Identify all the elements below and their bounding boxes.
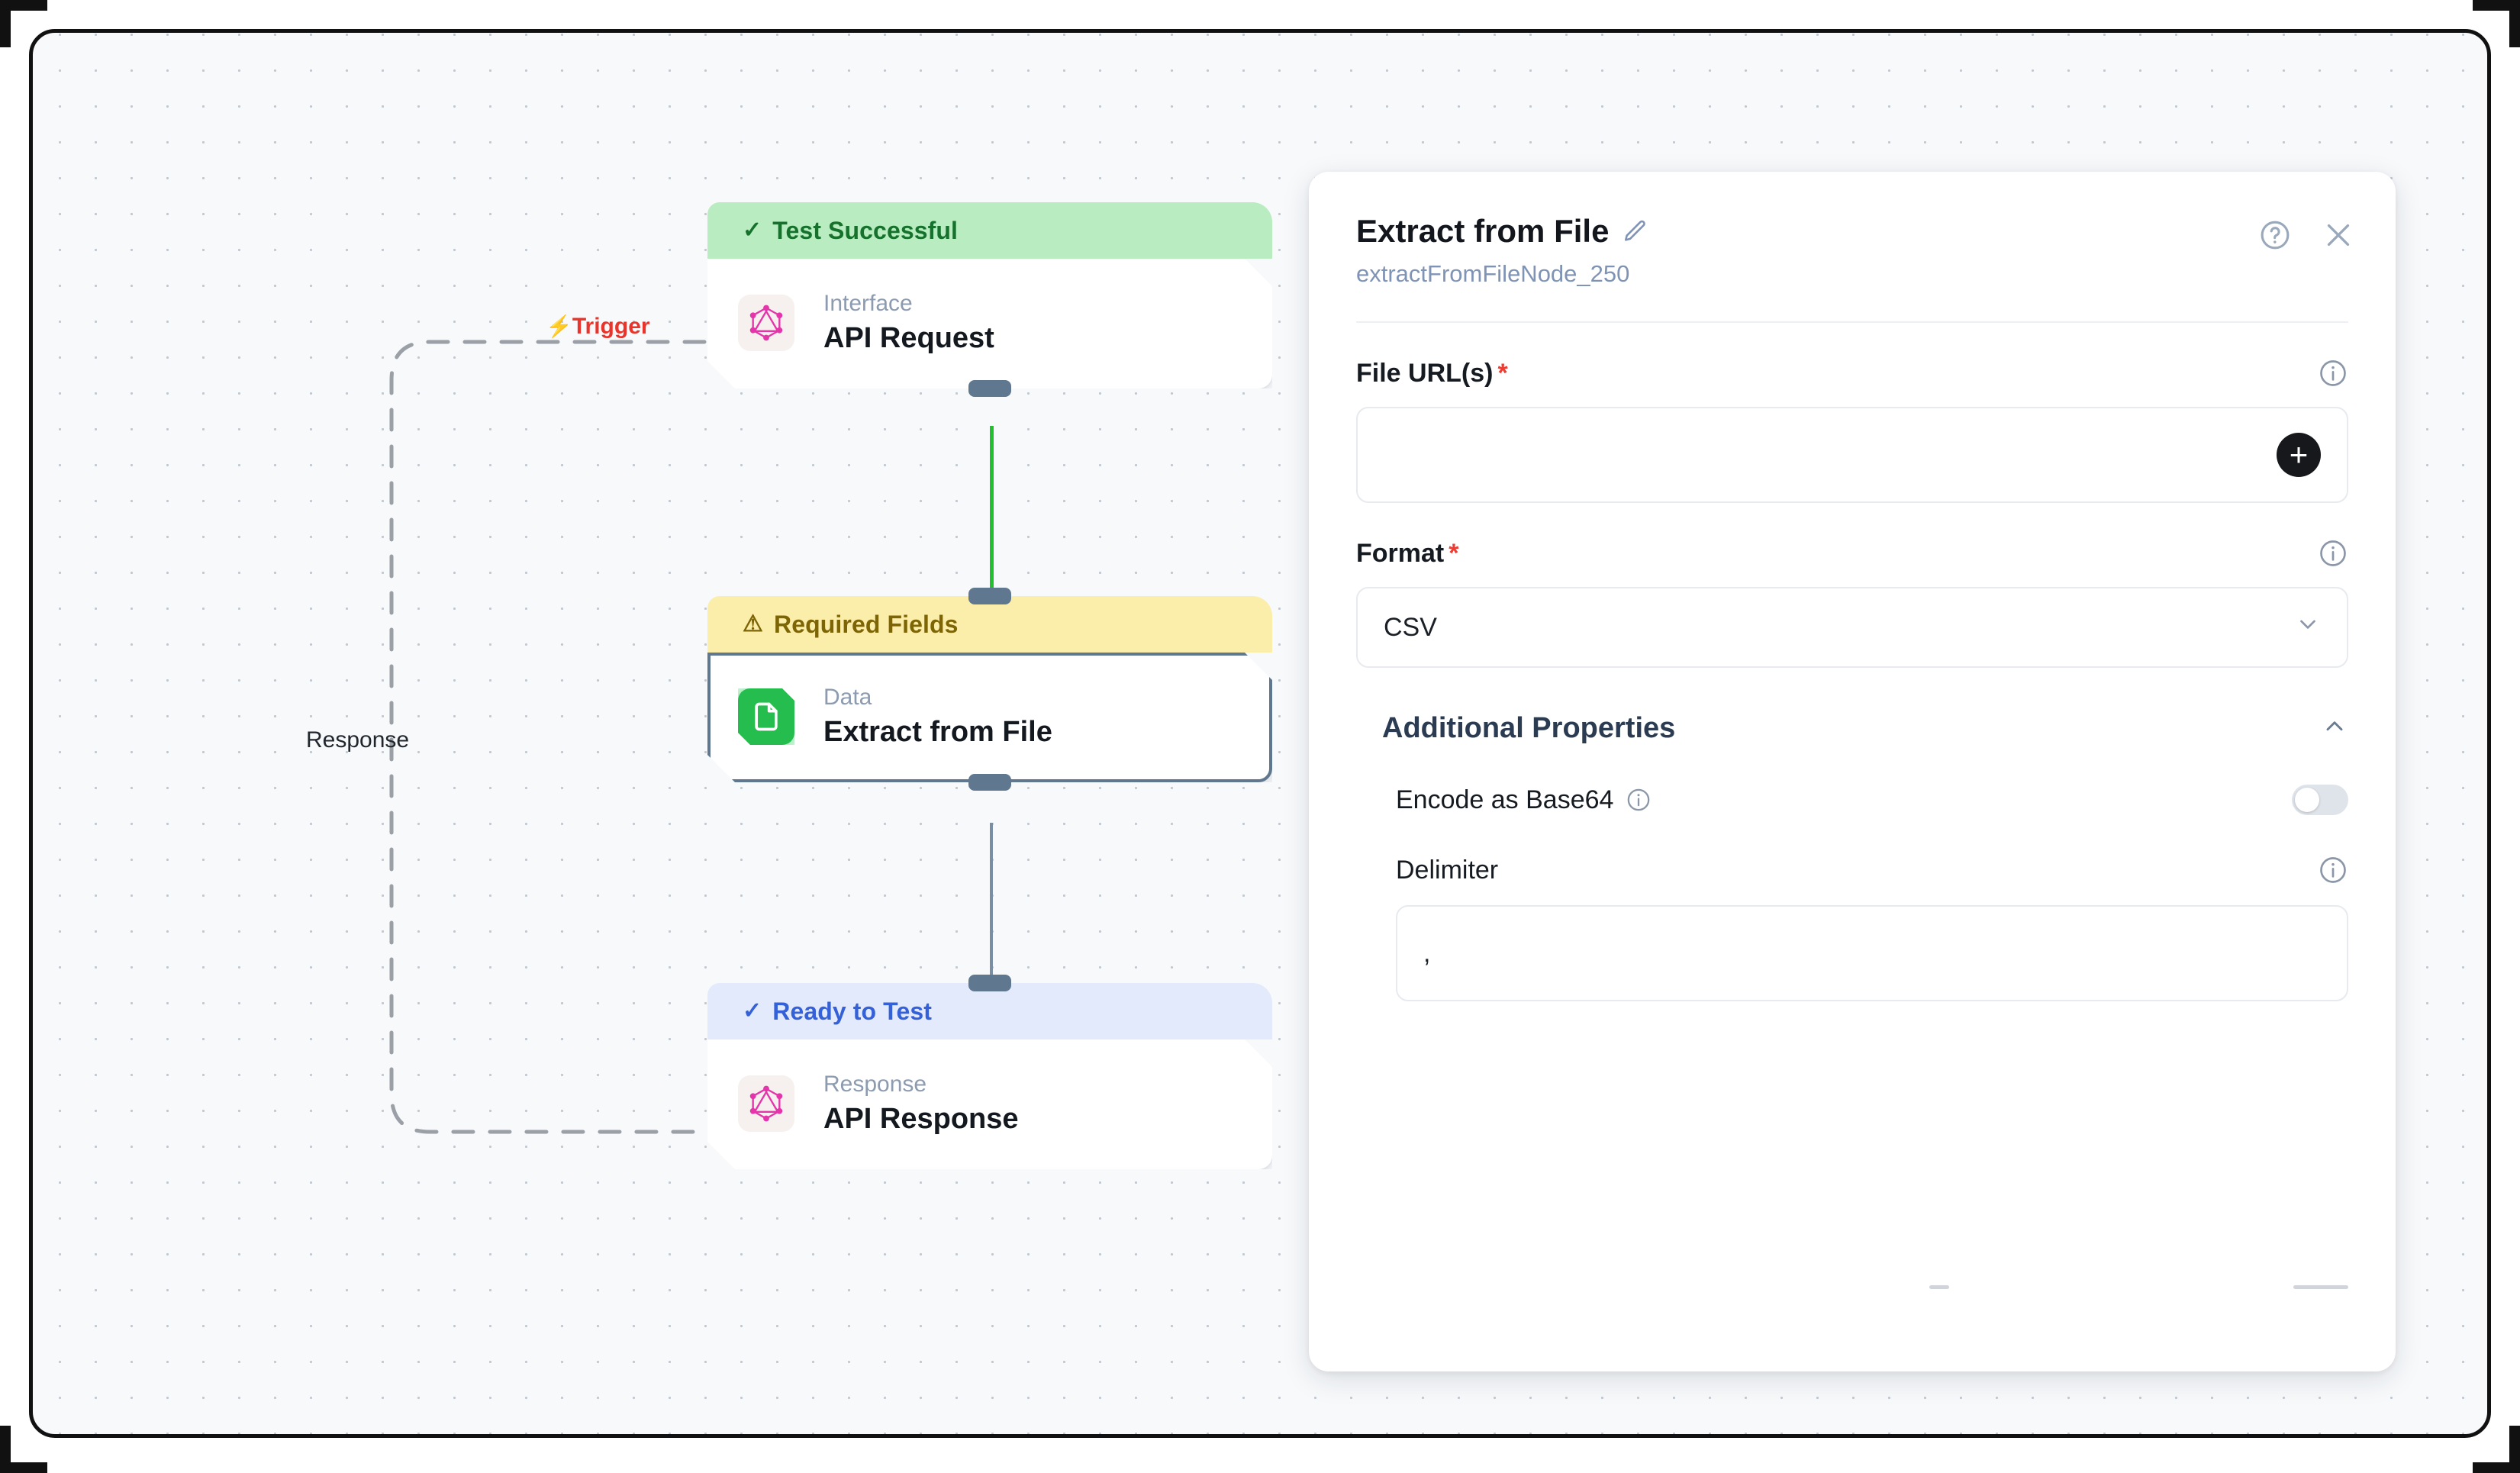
graphql-icon: [738, 1075, 794, 1132]
field-label-file-urls: File URL(s)*: [1356, 358, 1508, 388]
info-icon[interactable]: [2318, 538, 2348, 569]
node-card-body[interactable]: Data Extract from File: [707, 653, 1272, 782]
field-file-urls: File URL(s)* +: [1356, 358, 2348, 503]
field-label-format: Format*: [1356, 538, 1459, 568]
section-title-additional-properties: Additional Properties: [1382, 712, 1676, 744]
graphql-icon: [738, 295, 794, 351]
check-icon: ✓: [743, 998, 762, 1023]
bezel-mark: [0, 0, 47, 11]
node-status-badge-warning: ⚠ Required Fields: [707, 596, 1272, 653]
file-document-icon: [738, 688, 794, 745]
bezel-mark: [2473, 1462, 2520, 1473]
node-title-label: API Request: [823, 322, 994, 354]
field-label-row: File URL(s)*: [1356, 358, 2348, 388]
chevron-down-icon[interactable]: [2295, 611, 2321, 644]
bezel-mark: [2509, 0, 2520, 47]
node-text-block: Interface API Request: [823, 291, 994, 355]
pencil-icon[interactable]: [1623, 218, 1648, 244]
toggle-knob: [2295, 788, 2319, 812]
node-properties-panel[interactable]: Extract from File extractFromFileNode_25…: [1309, 172, 2396, 1371]
flow-node-extract-from-file[interactable]: ⚠ Required Fields Data Extract from File: [707, 588, 1272, 791]
bezel-mark: [2509, 1426, 2520, 1473]
node-kind-label: Interface: [823, 291, 913, 316]
panel-header-actions: [2258, 218, 2356, 253]
panel-body: File URL(s)* +: [1309, 358, 2396, 1001]
panel-header: Extract from File extractFromFileNode_25…: [1309, 172, 2396, 288]
help-circle-icon[interactable]: [2258, 218, 2292, 252]
node-kind-label: Data: [823, 685, 872, 710]
node-title-label: API Response: [823, 1103, 1019, 1135]
format-select[interactable]: CSV: [1356, 587, 2348, 668]
node-input-handle[interactable]: [968, 975, 1011, 991]
node-card-body[interactable]: Response API Response: [707, 1039, 1272, 1169]
label-delimiter: Delimiter: [1396, 855, 1499, 885]
connector-request-to-extract: [990, 426, 994, 609]
node-output-handle[interactable]: [968, 380, 1011, 397]
format-selected-value: CSV: [1384, 612, 1437, 642]
panel-subtitle-node-id: extractFromFileNode_250: [1356, 260, 1630, 287]
required-indicator: *: [1497, 358, 1508, 388]
node-status-badge-success: ✓ Test Successful: [707, 202, 1272, 259]
warning-triangle-icon: ⚠: [743, 611, 763, 637]
bezel-mark: [0, 0, 11, 47]
chevron-up-icon[interactable]: [2321, 713, 2348, 744]
field-delimiter: Delimiter ,: [1382, 855, 2348, 1001]
info-icon[interactable]: [1626, 787, 1652, 813]
panel-divider: [1356, 321, 2348, 323]
plus-icon[interactable]: +: [2277, 433, 2321, 477]
node-text-block: Data Extract from File: [823, 685, 1052, 749]
required-indicator: *: [1449, 538, 1459, 568]
node-status-badge-info: ✓ Ready to Test: [707, 983, 1272, 1039]
edge-label-trigger: ⚡Trigger: [546, 314, 650, 339]
lightning-icon: ⚡: [546, 314, 572, 338]
section-additional-properties: Additional Properties Encode as Base64: [1356, 712, 2348, 1001]
workflow-canvas[interactable]: ⚡Trigger Response ✓ Test Successful: [29, 29, 2491, 1438]
encode-base64-text: Encode as Base64: [1396, 785, 1614, 814]
info-icon[interactable]: [2318, 855, 2348, 885]
check-icon: ✓: [743, 218, 762, 243]
bezel-mark: [0, 1426, 11, 1473]
node-card-body[interactable]: Interface API Request: [707, 259, 1272, 388]
label-encode-as-base64: Encode as Base64: [1396, 785, 1652, 815]
field-label-row: Delimiter: [1396, 855, 2348, 885]
node-status-badge-label: Required Fields: [774, 610, 959, 638]
field-label-row: Format*: [1356, 538, 2348, 569]
bezel-mark: [2473, 0, 2520, 11]
flow-node-api-request[interactable]: ✓ Test Successful: [707, 202, 1272, 397]
connector-extract-to-response: [990, 823, 993, 975]
node-status-badge-label: Test Successful: [772, 216, 959, 244]
node-title-label: Extract from File: [823, 716, 1052, 748]
delimiter-input[interactable]: ,: [1396, 905, 2348, 1001]
node-output-handle[interactable]: [968, 774, 1011, 791]
flow-node-api-response[interactable]: ✓ Ready to Test: [707, 975, 1272, 1169]
panel-title-row: Extract from File: [1356, 213, 2348, 250]
panel-title: Extract from File: [1356, 213, 1610, 249]
close-icon[interactable]: [2321, 218, 2356, 253]
row-encode-as-base64: Encode as Base64: [1382, 785, 2348, 815]
node-text-block: Response API Response: [823, 1072, 1019, 1136]
field-format: Format* CSV: [1356, 538, 2348, 668]
panel-scroll-cutoff: [1356, 1285, 2348, 1289]
section-header[interactable]: Additional Properties: [1382, 712, 2348, 745]
bezel-mark: [0, 1462, 47, 1473]
file-urls-input[interactable]: +: [1356, 407, 2348, 503]
node-kind-label: Response: [823, 1072, 927, 1097]
edge-label-response: Response: [306, 727, 410, 753]
node-input-handle[interactable]: [968, 588, 1011, 604]
toggle-encode-as-base64[interactable]: [2292, 785, 2348, 815]
node-status-badge-label: Ready to Test: [772, 997, 933, 1025]
info-icon[interactable]: [2318, 358, 2348, 388]
